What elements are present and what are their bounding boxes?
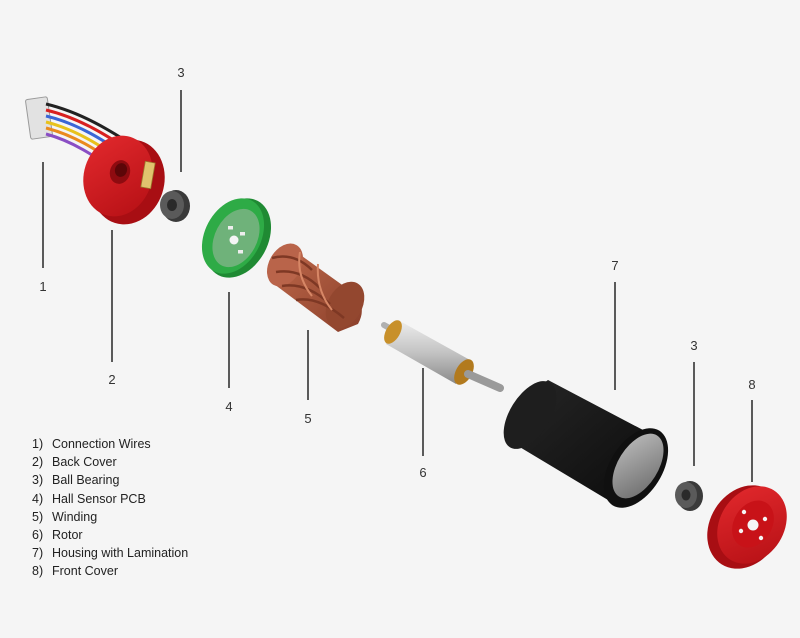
legend-number: 6) xyxy=(32,527,44,542)
legend-number: 8) xyxy=(32,564,44,579)
callout-5: 5 xyxy=(304,411,311,426)
pcb-center-hole xyxy=(229,235,239,245)
callout-3-front: 3 xyxy=(690,338,697,353)
legend-text: Rotor xyxy=(52,527,83,542)
callout-3-rear: 3 xyxy=(177,65,184,80)
ball-bearing-front xyxy=(675,481,703,511)
parts-legend: 1) Connection Wires 2) Back Cover 3) Ball B… xyxy=(32,435,188,581)
callout-1: 1 xyxy=(39,279,46,294)
legend-number: 3) xyxy=(32,473,44,488)
leader-lines xyxy=(42,90,753,482)
legend-text: Housing with Lamination xyxy=(52,546,189,561)
legend-number: 1) xyxy=(32,437,44,451)
callout-8: 8 xyxy=(748,377,755,392)
legend-item: 6) Rotor xyxy=(32,526,188,544)
front-cover xyxy=(707,485,787,569)
legend-item: 5) Winding xyxy=(32,508,188,526)
back-cover xyxy=(83,135,165,225)
housing-bore xyxy=(612,433,664,499)
legend-item: 8) Front Cover xyxy=(32,562,188,580)
legend-number: 2) xyxy=(32,455,44,470)
legend-item: 2) Back Cover xyxy=(32,453,188,471)
legend-number: 5) xyxy=(32,509,44,524)
legend-text: Ball Bearing xyxy=(52,473,120,488)
legend-text: Connection Wires xyxy=(52,437,151,451)
legend-text: Hall Sensor PCB xyxy=(52,491,146,506)
callout-4: 4 xyxy=(225,399,232,414)
legend-number: 7) xyxy=(32,546,44,561)
rotor-shaft-front xyxy=(464,370,504,392)
housing xyxy=(503,380,669,508)
legend-item: 4) Hall Sensor PCB xyxy=(32,490,188,508)
legend-text: Front Cover xyxy=(52,564,118,579)
legend-item: 7) Housing with Lamination xyxy=(32,544,188,562)
winding xyxy=(266,243,365,332)
legend-item: 1) Connection Wires xyxy=(32,435,188,453)
callout-2: 2 xyxy=(108,372,115,387)
legend-item: 3) Ball Bearing xyxy=(32,471,188,489)
callout-7: 7 xyxy=(611,258,618,273)
hall-sensor-pcb xyxy=(201,198,272,278)
callout-numbers: 1 2 3 4 5 6 7 3 8 xyxy=(39,65,755,480)
rotor xyxy=(381,320,504,392)
front-cover-hole xyxy=(747,519,759,531)
connection-wires xyxy=(25,96,141,182)
legend-number: 4) xyxy=(32,491,44,506)
winding-top-face xyxy=(266,243,304,287)
legend-text: Back Cover xyxy=(52,455,117,470)
legend-text: Winding xyxy=(52,509,98,524)
ball-bearing-rear xyxy=(160,190,190,222)
back-cover-pins xyxy=(140,160,156,190)
callout-6: 6 xyxy=(419,465,426,480)
